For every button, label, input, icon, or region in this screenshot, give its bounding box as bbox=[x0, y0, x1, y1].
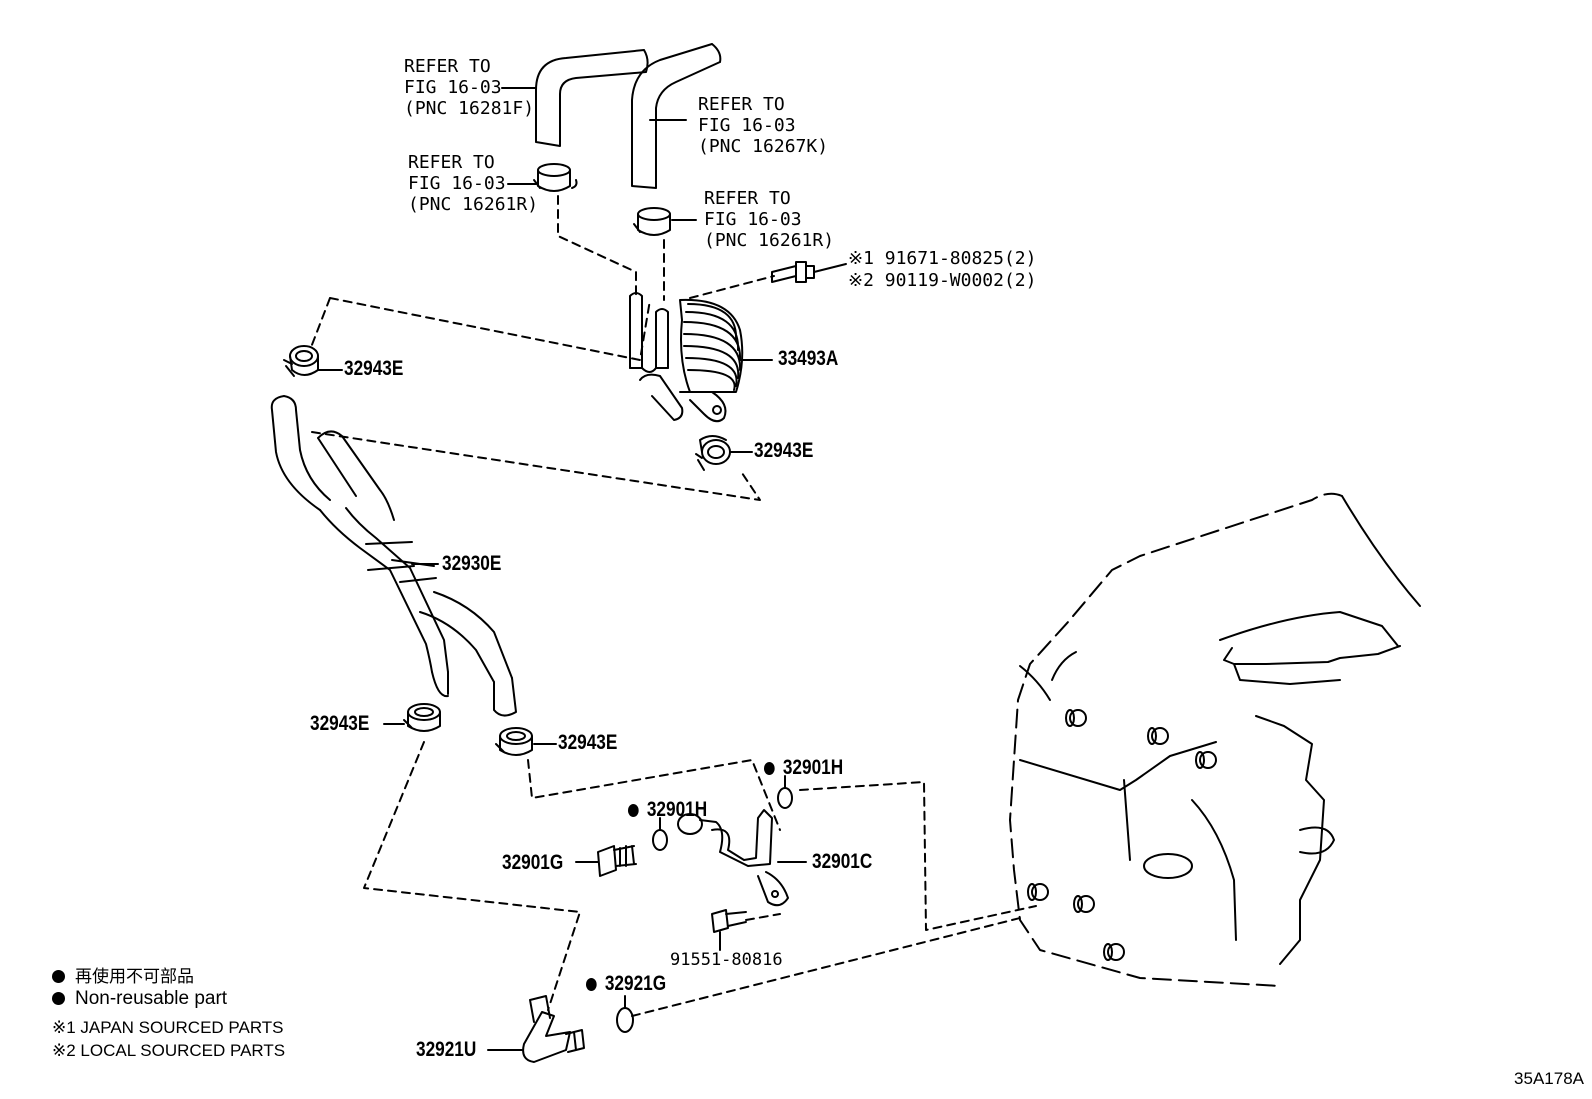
part-number-bolt: 91551-80816 bbox=[670, 950, 783, 970]
hose-16267k bbox=[631, 43, 722, 189]
bolt-note-local: ※2 90119-W0002(2) bbox=[848, 270, 1037, 291]
gasket-32921g bbox=[616, 1007, 634, 1033]
non-reusable-marker bbox=[764, 762, 775, 775]
union-32921u bbox=[522, 995, 585, 1063]
cooler-bolt bbox=[771, 261, 815, 283]
legend-non-reusable-jp: 再使用不可部品 bbox=[52, 962, 194, 987]
clamp-16261r-left bbox=[533, 163, 578, 192]
part-number-clamp-lower-right: 32943E bbox=[558, 731, 618, 754]
part-number-tube: 32901C bbox=[812, 850, 873, 873]
clamp-32943e-lower-left bbox=[403, 703, 441, 732]
part-number-union-bolt: 32901G bbox=[502, 851, 564, 874]
ref-label-hose-16281f: REFER TO FIG 16-03 (PNC 16281F) bbox=[404, 56, 535, 119]
legend-dot bbox=[52, 992, 65, 1005]
gasket-32901h-left bbox=[652, 829, 668, 851]
ref-label-clamp-16261r-right: REFER TO FIG 16-03 (PNC 16261R) bbox=[704, 188, 835, 251]
non-reusable-marker bbox=[628, 804, 639, 817]
part-number-hose-assembly: 32930E bbox=[442, 552, 502, 575]
hose-assembly bbox=[270, 395, 517, 717]
part-number-gasket-g: 32921G bbox=[586, 972, 666, 996]
illustration-code: 35A178A bbox=[1514, 1069, 1584, 1088]
part-number-clamp-upper-left: 32943E bbox=[344, 357, 404, 380]
non-reusable-marker bbox=[586, 978, 597, 991]
legend-dot bbox=[52, 970, 65, 983]
clamp-32943e-upper-left bbox=[283, 345, 319, 377]
tube-32901c bbox=[677, 809, 789, 907]
part-number-union: 32921U bbox=[416, 1038, 477, 1061]
legend-note-local: ※2 LOCAL SOURCED PARTS bbox=[52, 1041, 286, 1060]
transmission-case bbox=[1009, 492, 1421, 987]
gasket-32901h-right bbox=[777, 787, 793, 809]
legend-note-japan: ※1 JAPAN SOURCED PARTS bbox=[52, 1018, 284, 1037]
clamp-16261r-right bbox=[633, 207, 671, 236]
part-number-gasket-h-left: 32901H bbox=[628, 798, 707, 822]
bolt-91551-80816 bbox=[711, 909, 747, 933]
part-number-gasket-h-right: 32901H bbox=[764, 756, 843, 780]
part-number-clamp-upper-right: 32943E bbox=[754, 439, 814, 462]
hose-16281f bbox=[535, 49, 649, 147]
part-number-clamp-lower-left: 32943E bbox=[310, 712, 370, 735]
union-bolt-32901g bbox=[597, 845, 637, 877]
legend-non-reusable-en: Non-reusable part bbox=[52, 988, 227, 1010]
ref-label-clamp-16261r-left: REFER TO FIG 16-03 (PNC 16261R) bbox=[408, 152, 539, 215]
oil-cooler bbox=[629, 292, 744, 423]
part-number-cooler: 33493A bbox=[778, 347, 839, 370]
clamp-32943e-lower-right bbox=[495, 727, 533, 756]
ref-label-hose-16267k: REFER TO FIG 16-03 (PNC 16267K) bbox=[698, 94, 829, 157]
clamp-32943e-upper-right bbox=[695, 435, 731, 471]
bolt-note-japan: ※1 91671-80825(2) bbox=[848, 248, 1037, 269]
